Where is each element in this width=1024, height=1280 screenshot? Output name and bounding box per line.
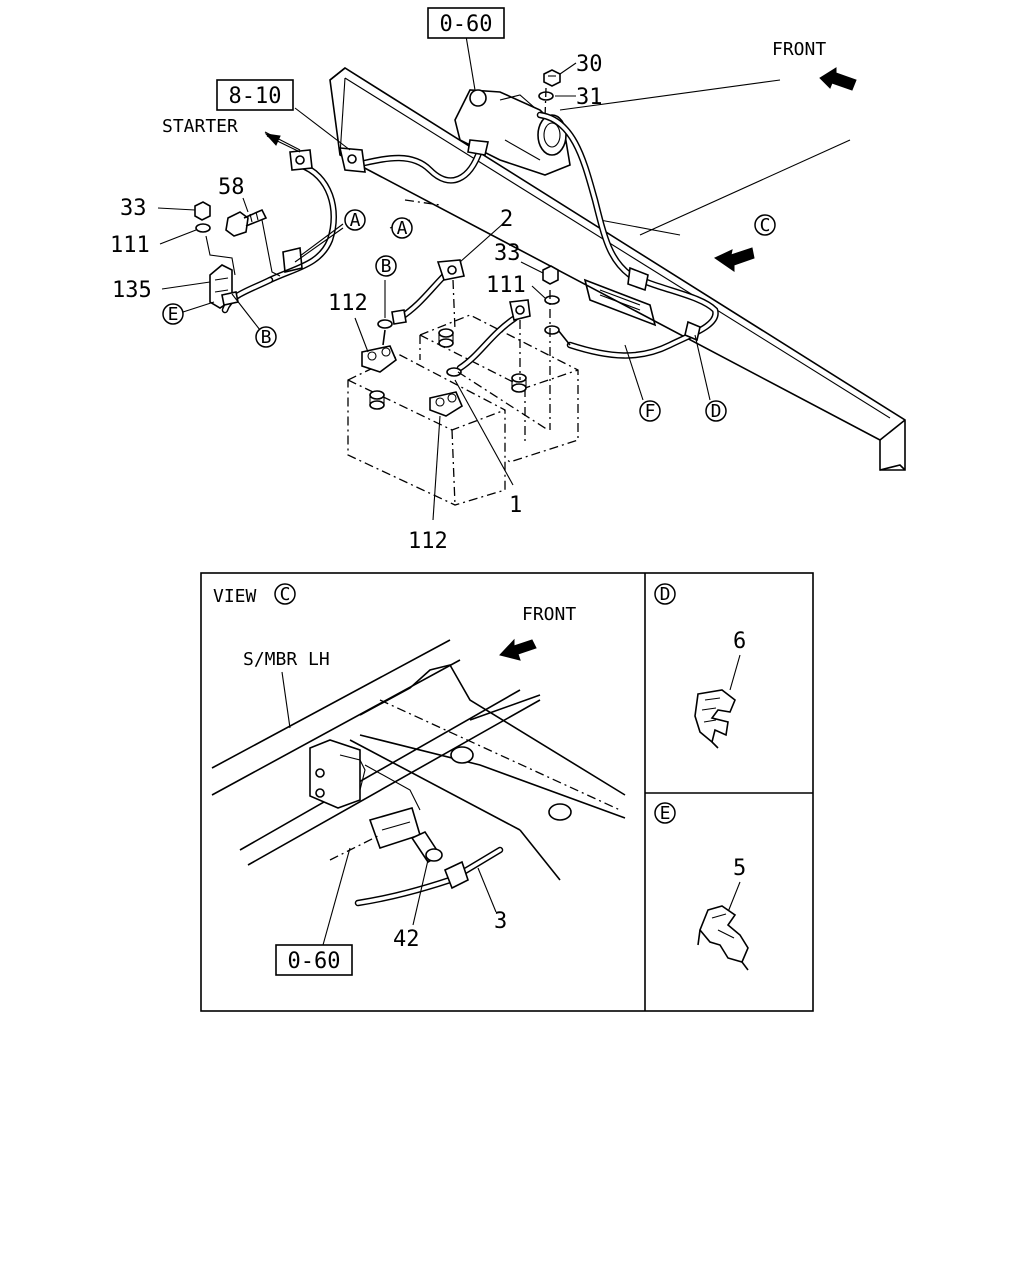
part-33-right: 33 <box>494 241 521 266</box>
nut-33-right <box>542 265 559 285</box>
circle-ref-f: F <box>639 400 661 422</box>
bolt-58 <box>225 208 268 237</box>
part-3: 3 <box>494 909 507 934</box>
part-58: 58 <box>218 175 245 200</box>
part-33-left: 33 <box>120 196 147 221</box>
detail-d: D 6 <box>654 583 746 749</box>
washer-111-right <box>544 295 560 305</box>
cable-8-10 <box>338 139 489 184</box>
circle-ref-a-left: A <box>391 217 413 239</box>
part-1: 1 <box>509 493 522 518</box>
circle-ref-d: D <box>705 400 727 422</box>
cable-1 <box>446 299 531 377</box>
clip-6 <box>694 689 736 749</box>
label-smbr-lh: S/MBR LH <box>243 649 330 670</box>
svg-text:C: C <box>280 584 291 605</box>
circle-ref-c: C <box>754 214 776 236</box>
circle-ref-a-right: A <box>344 209 366 231</box>
nut-30 <box>543 69 561 87</box>
circle-ref-b-top: B <box>375 255 397 277</box>
ref-box-0-60-view <box>275 944 353 976</box>
ref-0-60-top: 0-60 <box>440 12 493 37</box>
circle-ref-e-left: E <box>162 303 184 325</box>
view-panel-frame <box>200 572 814 1012</box>
cable-starter-rear <box>536 111 719 359</box>
label-front-top: FRONT <box>772 39 826 60</box>
part-135: 135 <box>112 278 152 303</box>
part-2: 2 <box>500 207 513 232</box>
svg-text:D: D <box>711 401 722 422</box>
battery-right <box>419 314 579 463</box>
part-31: 31 <box>576 85 603 110</box>
svg-text:A: A <box>397 218 408 239</box>
cable-clip-bracket <box>583 278 657 327</box>
clip-5 <box>697 905 749 971</box>
part-112-bottom: 112 <box>408 529 448 554</box>
arrow-front-top <box>819 67 857 91</box>
svg-text:D: D <box>660 584 671 605</box>
arrow-front-view <box>499 638 537 661</box>
cable-2 <box>391 259 465 325</box>
svg-text:C: C <box>760 215 771 236</box>
svg-text:B: B <box>261 327 272 348</box>
label-front-view: FRONT <box>522 604 576 625</box>
terminal-112-top <box>361 329 397 373</box>
svg-text:E: E <box>660 803 671 824</box>
label-starter: STARTER <box>162 116 238 137</box>
ref-8-10: 8-10 <box>229 84 282 109</box>
nut-33-left <box>194 201 211 221</box>
part-42: 42 <box>393 927 420 952</box>
cable-to-starter <box>221 149 337 314</box>
part-112-top: 112 <box>328 291 368 316</box>
label-view-c: VIEW <box>213 586 257 607</box>
svg-text:E: E <box>168 304 179 325</box>
leaders-upper <box>157 35 711 521</box>
view-c-detail: VIEW C FRONT S/MBR LH <box>211 583 626 976</box>
svg-text:A: A <box>350 210 361 231</box>
ref-box-8-10 <box>216 79 294 111</box>
part-6: 6 <box>733 629 746 654</box>
clamp-135 <box>209 264 239 309</box>
arrow-view-c <box>713 247 755 272</box>
part-30: 30 <box>576 52 603 77</box>
part-111-left: 111 <box>110 233 150 258</box>
part-111-right: 111 <box>486 273 526 298</box>
terminal-112-bottom <box>429 391 464 417</box>
part-5: 5 <box>733 856 746 881</box>
ref-box-0-60-top <box>427 7 505 39</box>
circle-ref-b-left: B <box>255 326 277 348</box>
ref-0-60-view: 0-60 <box>288 949 341 974</box>
frame-rail <box>329 67 906 471</box>
detail-e: E 5 <box>654 802 749 971</box>
battery-left <box>347 354 506 506</box>
svg-text:F: F <box>645 401 656 422</box>
washer-111-left <box>195 223 211 233</box>
svg-text:B: B <box>381 256 392 277</box>
